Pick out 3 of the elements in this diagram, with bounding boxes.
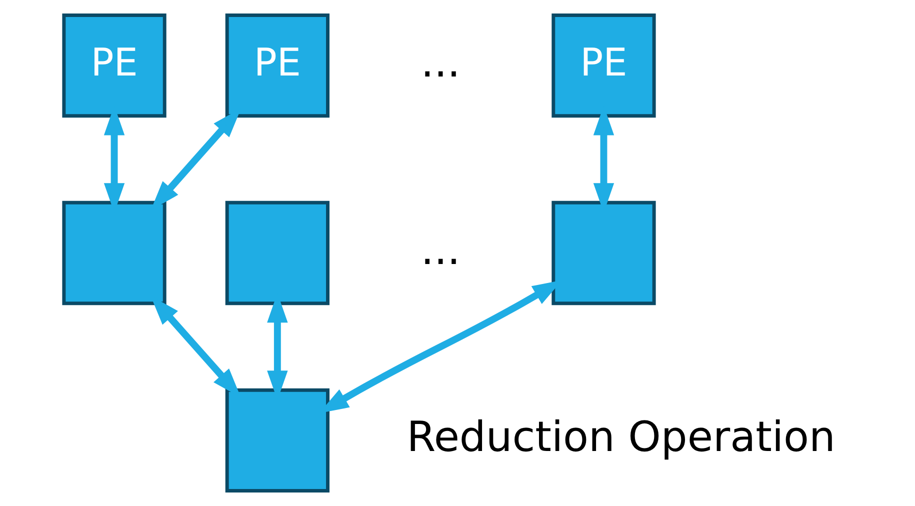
label: ... (420, 224, 460, 274)
label: ... (420, 37, 460, 86)
label: Reduction Operation (406, 412, 836, 462)
